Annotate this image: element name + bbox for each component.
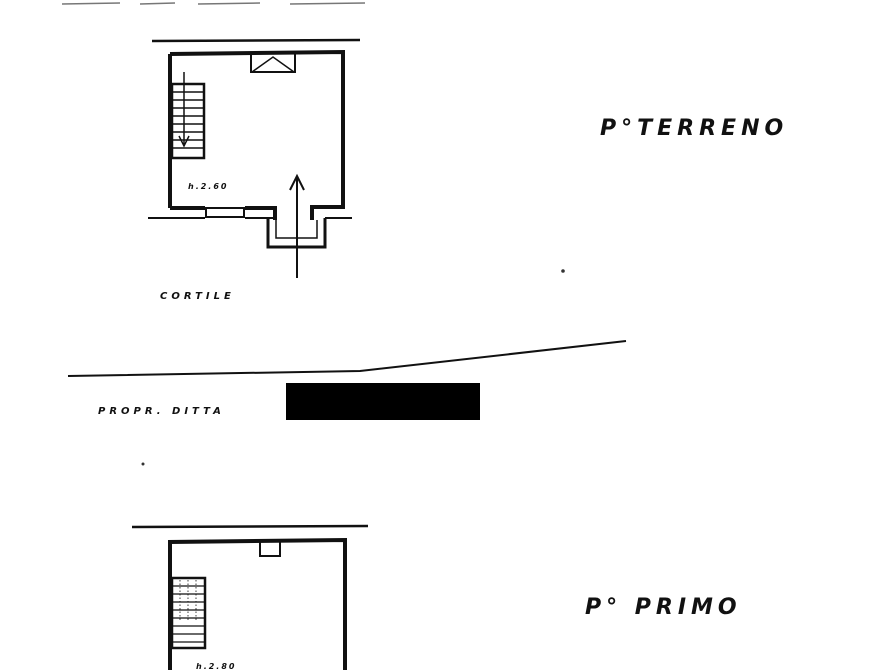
property-boundary-line (67, 340, 627, 377)
ground-floor-plan (148, 38, 361, 278)
stray-mark (141, 462, 145, 466)
ownership-label: PROPR. DITTA (98, 406, 225, 417)
room-height-ground: h.2.60 (188, 182, 228, 191)
stray-mark (561, 269, 565, 273)
floor-label-first: P° PRIMO (585, 595, 742, 620)
floor-label-ground: P°TERRENO (600, 116, 788, 141)
redacted-owner-name (286, 383, 480, 420)
first-floor-plan (131, 524, 369, 670)
courtyard-label: CORTILE (160, 291, 235, 302)
top-edge-marks (61, 2, 366, 5)
room-height-first: h.2.80 (196, 662, 236, 670)
